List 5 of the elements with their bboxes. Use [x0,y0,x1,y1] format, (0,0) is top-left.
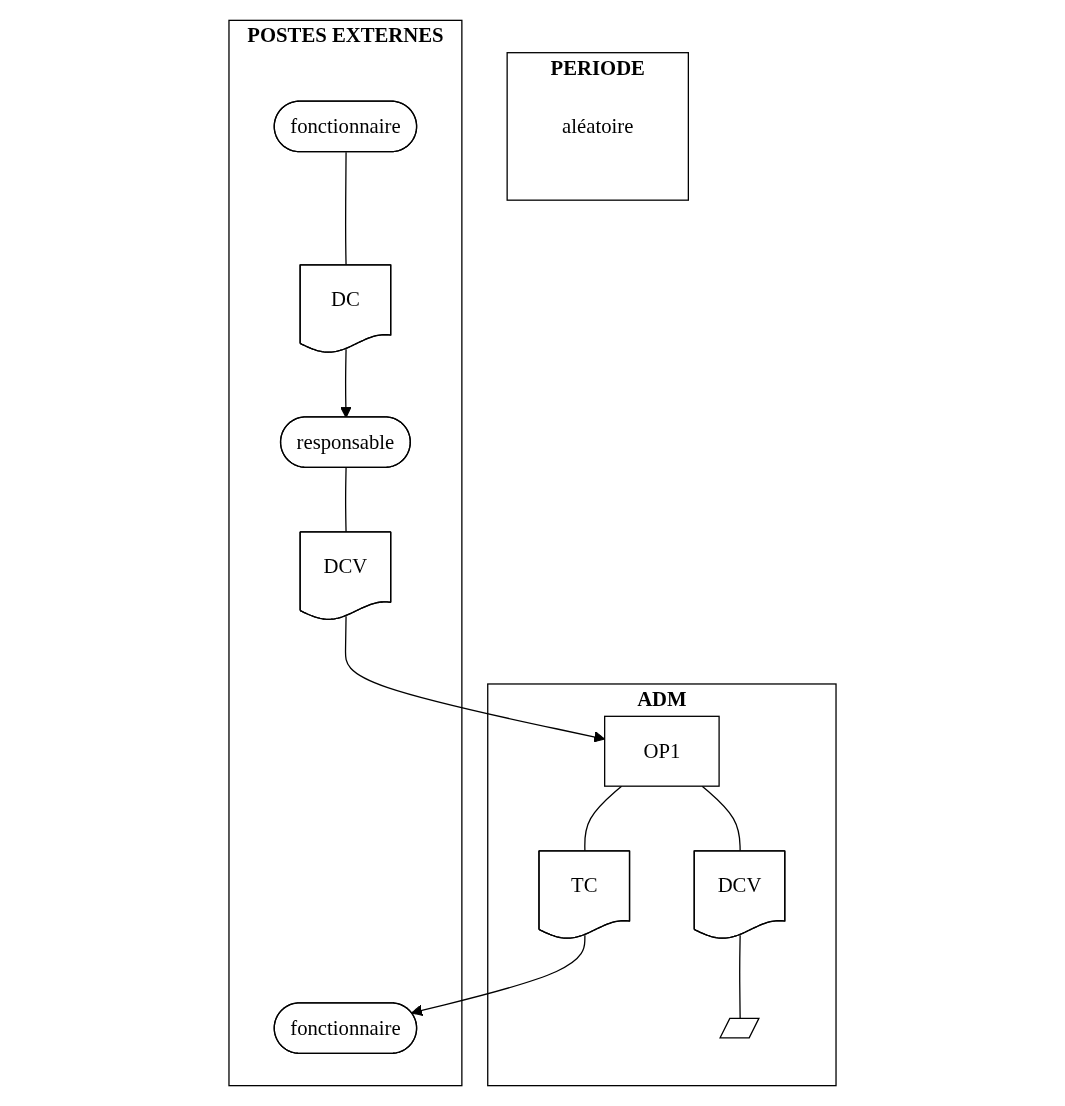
node-bar [719,1017,760,1039]
node-text: aléatoire [562,114,634,137]
arrow [340,348,352,418]
node-box: OP1 [604,715,720,787]
arrow [411,934,586,1016]
